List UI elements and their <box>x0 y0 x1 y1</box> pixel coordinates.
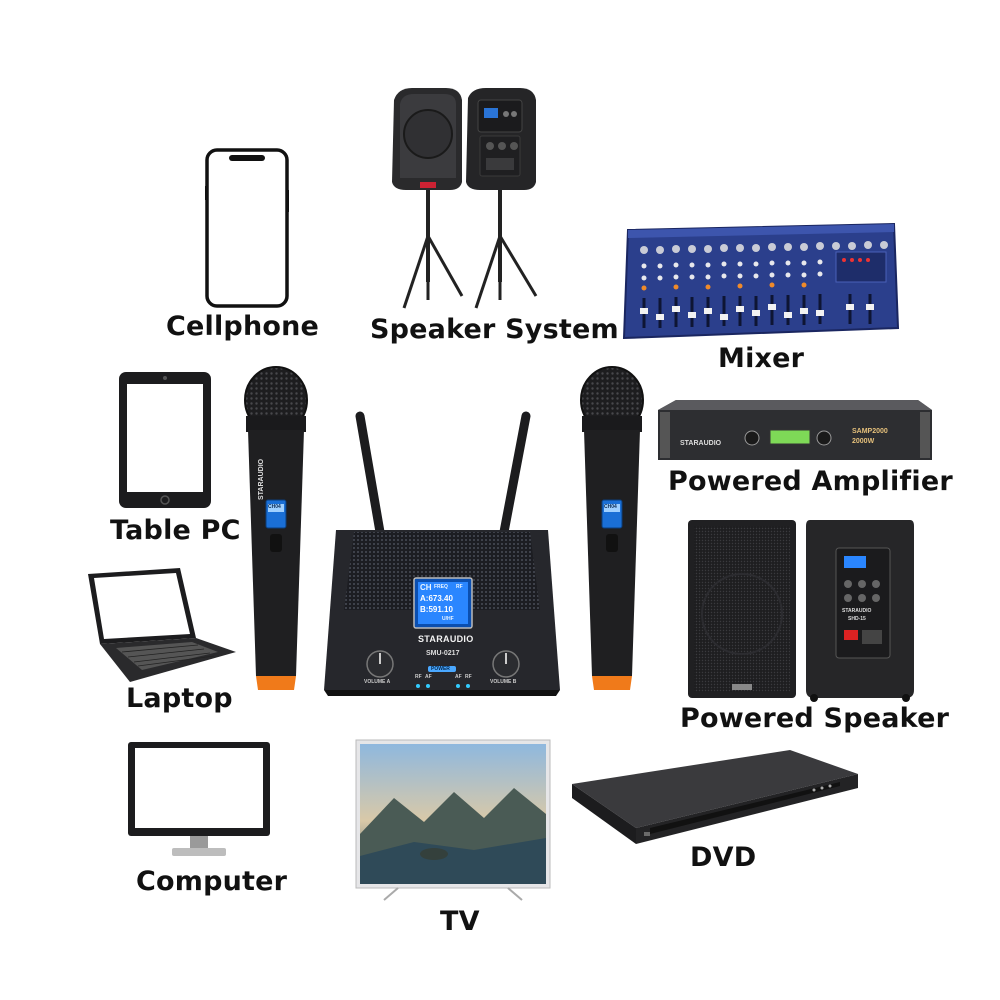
microphone-right: CH04 <box>580 366 644 692</box>
receiver-rf-label-a: RF <box>415 674 422 680</box>
cellphone-label: Cellphone <box>166 311 320 342</box>
wireless-receiver: CH FREQ RF A:673.40 B:591.10 U/HF STARAU… <box>320 410 564 700</box>
dvd-player-image <box>570 748 860 846</box>
mixer-label: Mixer <box>718 343 805 374</box>
powered-speaker-image: STARAUDIO SHD-15 <box>686 518 916 702</box>
receiver-volume-b-label: VOLUME B <box>490 679 517 685</box>
dvd-label: DVD <box>690 842 757 873</box>
mic-lcd-left <box>268 504 284 512</box>
receiver-power-label: POWER <box>431 666 450 672</box>
receiver-lcd-rf: RF <box>456 584 463 590</box>
microphone-left: STARAUDIO CH04 <box>244 366 308 692</box>
powered-amplifier-label: Powered Amplifier <box>668 466 953 497</box>
receiver-model: SMU-0217 <box>426 650 460 657</box>
powered-speaker-brand: STARAUDIO <box>842 608 872 614</box>
speaker-system-label: Speaker System <box>370 314 619 345</box>
cellphone-icon <box>205 148 289 308</box>
powered-amplifier-image: STARAUDIO SAMP2000 2000W <box>656 398 934 464</box>
laptop-label: Laptop <box>126 683 233 714</box>
tv-label: TV <box>440 906 480 937</box>
receiver-af-label-a: AF <box>425 674 432 680</box>
amplifier-brand: STARAUDIO <box>680 440 722 447</box>
mixer-image <box>622 222 900 342</box>
powered-speaker-label: Powered Speaker <box>680 703 950 734</box>
computer-monitor-icon <box>126 740 272 860</box>
mic-left-display: CH04 <box>268 504 281 510</box>
powered-speaker-model: SHD-15 <box>848 616 866 622</box>
table-pc-label: Table PC <box>110 515 241 546</box>
amplifier-model-line1: SAMP2000 <box>852 428 888 435</box>
receiver-lcd-channel: CH <box>420 583 432 592</box>
computer-label: Computer <box>136 866 288 897</box>
receiver-brand: STARAUDIO <box>418 634 474 644</box>
receiver-lcd-line-b: B:591.10 <box>420 605 453 614</box>
receiver-volume-a-label: VOLUME A <box>364 679 391 685</box>
tv-image <box>354 738 552 901</box>
speaker-system-image <box>388 86 540 314</box>
receiver-lcd-line-a: A:673.40 <box>420 594 453 603</box>
receiver-rf-label-b: RF <box>465 674 472 680</box>
mic-right-display: CH04 <box>604 504 617 510</box>
receiver-lcd-mode: U/HF <box>442 616 454 622</box>
tablet-icon <box>117 370 213 510</box>
receiver-lcd-freq: FREQ <box>434 584 448 590</box>
amplifier-model-line2: 2000W <box>852 438 875 445</box>
receiver-af-label-b: AF <box>455 674 462 680</box>
mic-left-brand: STARAUDIO <box>258 458 265 500</box>
laptop-icon <box>86 566 238 684</box>
